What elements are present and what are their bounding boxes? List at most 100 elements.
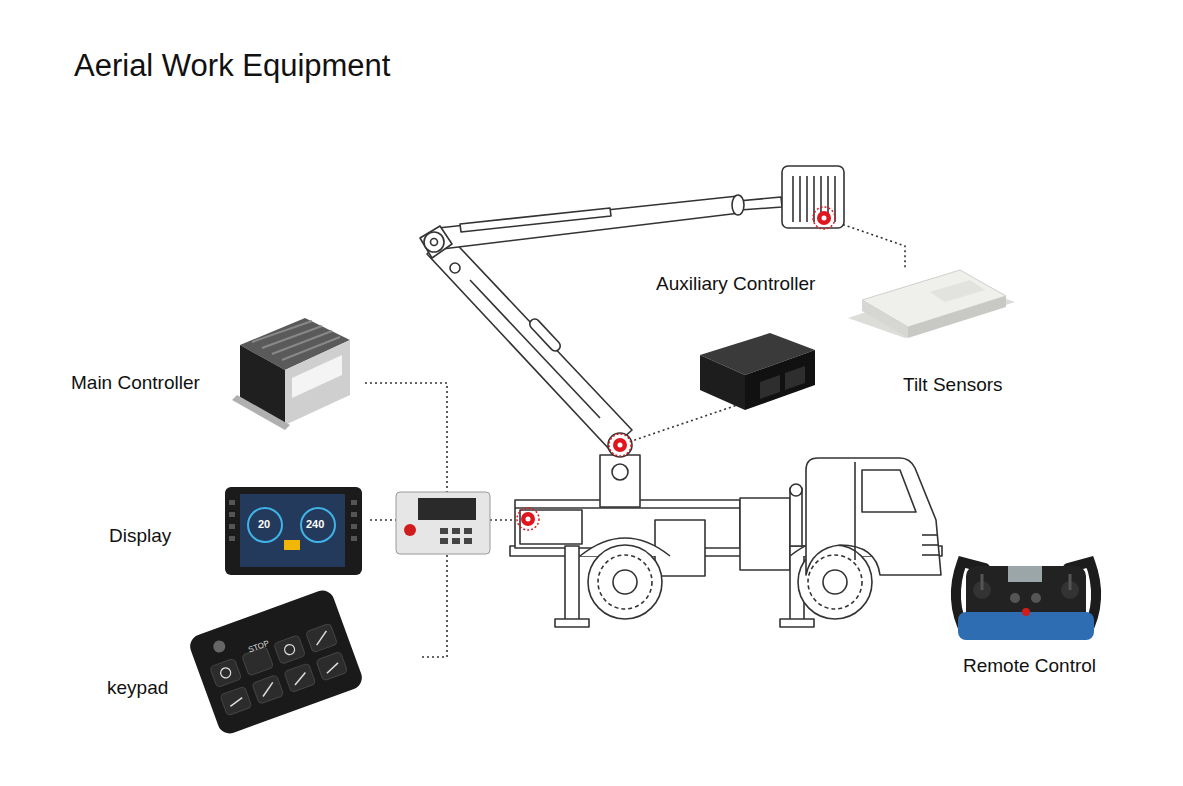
remote-control-image-part [981,574,984,590]
truck-outline-part [790,484,802,496]
sensor-marker-part [618,443,623,448]
part-label: Display [109,525,171,547]
control-panel-part [464,528,472,534]
main-controller-image-part [282,337,340,360]
boom-part [470,280,600,418]
truck-outline-part [555,619,589,627]
remote-control-image-part [1069,574,1072,590]
auxiliary-controller-image-part [745,350,815,410]
control-panel-part [404,524,416,536]
truck-outline-part [598,555,652,609]
truck-outline-part [862,470,916,512]
truck-outline-part [520,510,582,544]
display-image-part [240,494,345,567]
boom-part [608,433,632,457]
auxiliary-controller-image-part [785,366,805,390]
keypad-image-part [252,675,284,705]
auxiliary-controller-image-part [700,355,745,410]
sensor-marker-part [817,211,831,225]
boom [420,195,782,457]
part-label: Main Controller [71,372,200,394]
leader-lines-part [420,555,447,657]
truck-outline-part [854,462,856,560]
part-label: keypad [107,677,168,699]
control-panel-part [452,528,460,534]
tilt-sensor-image-part [930,280,985,302]
diagram-title: Aerial Work Equipment [74,48,390,84]
remote-control-image-part [1031,593,1041,603]
keypad-image-part [187,587,365,737]
part-label: Auxiliary Controller [656,273,815,295]
boom-part [732,195,744,215]
remote-control-image-part [1022,608,1030,616]
basket-part [806,176,808,222]
display-image-part [351,500,357,505]
truck-outline-part [922,554,940,556]
boom-part [427,234,632,450]
truck-outline-part [922,544,939,546]
display-image-part [229,512,235,517]
boom-part [438,196,740,249]
truck-outline-part [565,546,579,620]
control-panel-part [396,492,490,554]
tilt-sensor-image [848,270,1015,338]
leader-lines [365,218,905,657]
sensor-marker [517,207,835,530]
truck-outline [510,455,942,627]
display-image [225,487,362,575]
boom-part [431,239,438,246]
part-label: Remote Control [963,655,1096,677]
auxiliary-controller-image [700,333,815,410]
display-image-part [229,524,235,529]
truck-outline-part [588,545,662,619]
remote-control-image [956,562,1096,640]
remote-control-image-part [1008,566,1042,582]
sensor-marker-part [613,438,627,452]
sensor-marker-part [822,216,827,221]
basket [782,166,844,228]
boom-part [420,226,452,258]
truck-outline-part [808,555,862,609]
part-label: Tilt Sensors [903,374,1003,396]
keypad-image-part [274,635,306,665]
auxiliary-controller-image-part [760,375,780,399]
tilt-sensor-image-part [862,300,908,338]
keypad-image [187,587,365,737]
main-controller-image-part [292,355,342,398]
keypad-image-part [325,663,340,673]
keypad-image-part [306,623,338,653]
truck-outline-part [823,570,847,594]
truck-outline-part [922,534,938,536]
control-panel-part [452,538,460,544]
keypad-image-part [283,643,296,656]
main-controller-image-part [285,340,350,425]
sensor-marker-part [609,434,631,456]
truck-outline-part [780,619,814,627]
truck-outline-part [613,570,637,594]
sensor-marker-part [521,512,535,526]
keypad-image-part [220,686,252,716]
truck-outline-part [612,464,628,480]
remote-control-image-part [1010,593,1020,603]
display-image-part [229,536,235,541]
leader-lines-part [620,400,752,445]
main-controller-image-part [272,331,332,354]
main-controller-image [232,318,350,430]
display-image-part [229,500,235,505]
boom-part [468,278,612,432]
display-image-part [225,487,362,575]
sensor-marker-part [813,207,835,229]
leader-lines-part [365,383,447,495]
display-image-part [351,512,357,517]
basket-part [792,176,794,222]
boom-part [528,317,563,353]
keypad-image-part [229,698,244,707]
screen-readout: 240 [306,518,324,531]
keypad-image-part [260,682,277,696]
sensor-marker-part [517,508,539,530]
display-image-part [248,508,282,542]
truck-outline-part [740,498,790,570]
basket-part [799,176,801,222]
truck-outline-part [655,520,705,576]
